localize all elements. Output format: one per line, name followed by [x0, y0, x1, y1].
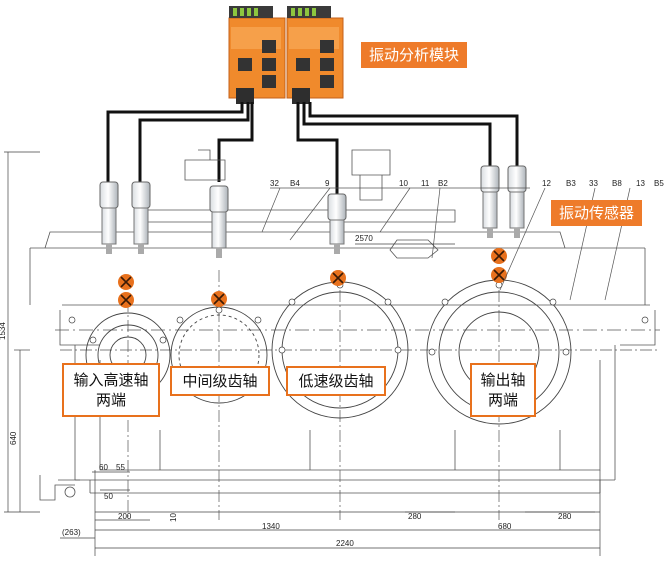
- dim-680: 680: [498, 522, 512, 531]
- dim-280-a: 280: [408, 512, 422, 521]
- vibration-module-right: [286, 6, 344, 104]
- module-tag: 振动分析模块: [361, 42, 468, 68]
- part-label-b4: B4: [290, 179, 300, 188]
- sensor-5: [480, 165, 500, 238]
- vibration-sensors: [99, 165, 527, 258]
- sensor-4: [327, 193, 347, 254]
- bolt-holes: [68, 281, 649, 356]
- part-label-b8: B8: [612, 179, 622, 188]
- sensor-cables: [106, 102, 519, 194]
- part-label-33: 33: [589, 179, 598, 188]
- dim-280-b: 280: [558, 512, 572, 521]
- part-label-32: 32: [270, 179, 279, 188]
- dim-2240: 2240: [336, 539, 354, 548]
- dim-200: 200: [118, 512, 132, 521]
- part-label-b3: B3: [566, 179, 576, 188]
- dim-60: 60: [99, 463, 108, 472]
- sensor-3: [209, 185, 229, 258]
- part-label-b2: B2: [438, 179, 448, 188]
- dim-263: (263): [62, 528, 81, 537]
- part-label-12: 12: [542, 179, 551, 188]
- sensor-2: [131, 181, 151, 254]
- vibration-module-left: [228, 6, 286, 104]
- dim-1534: 1534: [0, 322, 7, 340]
- callout-intermediate-shaft: 中间级齿轴: [170, 366, 270, 396]
- dim-640: 640: [9, 431, 18, 445]
- sensor-tag: 振动传感器: [551, 200, 643, 226]
- part-label-b5: B5: [654, 179, 664, 188]
- dimension-lines: [4, 151, 601, 556]
- dim-55: 55: [116, 463, 125, 472]
- sensor-position-markers: [118, 248, 507, 308]
- dim-10: 10: [169, 513, 178, 522]
- leader-lines: [261, 187, 631, 301]
- dim-50: 50: [104, 492, 113, 501]
- part-label-10: 10: [399, 179, 408, 188]
- callout-low-speed-shaft: 低速级齿轴: [286, 366, 386, 396]
- callout-output-shaft: 输出轴 两端: [470, 363, 536, 417]
- dim-2570: 2570: [355, 234, 373, 243]
- part-label-11: 11: [421, 179, 430, 188]
- part-label-9: 9: [325, 179, 330, 188]
- sensor-6: [507, 165, 527, 238]
- part-label-13: 13: [636, 179, 645, 188]
- sensor-1: [99, 181, 119, 254]
- callout-input-shaft: 输入高速轴 两端: [62, 363, 160, 417]
- dim-1340: 1340: [262, 522, 280, 531]
